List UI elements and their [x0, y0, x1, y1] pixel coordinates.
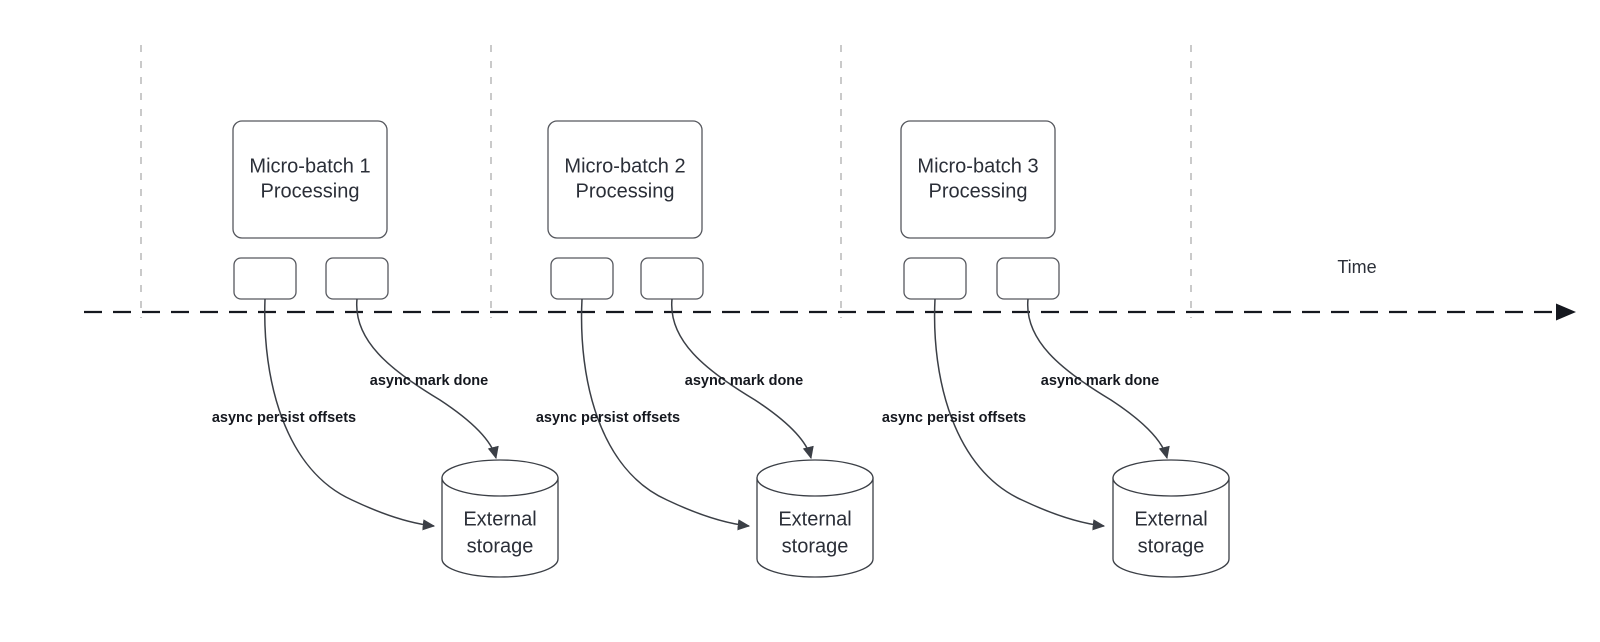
batch-3-title-line1: Micro-batch 3 [917, 155, 1038, 177]
batch-2-storage-label-line1: External [778, 508, 851, 530]
batch-1-group: Micro-batch 1 Processing async persist o… [212, 120, 559, 578]
batch-1-storage-label-line2: storage [467, 535, 534, 557]
batch-3-storage-label-line2: storage [1138, 535, 1205, 557]
batch-3-storage-top [1112, 459, 1230, 497]
batch-3-task-b-box[interactable] [996, 257, 1060, 300]
batch-3-persist-offsets-label: async persist offsets [882, 410, 1026, 426]
batch-3-task-a-box[interactable] [903, 257, 967, 300]
batch-2-task-a-box[interactable] [550, 257, 614, 300]
arrow-right-icon [1556, 303, 1576, 321]
batch-1-task-a-box[interactable] [233, 257, 297, 300]
batch-2-storage-top [756, 459, 874, 497]
batch-2-title-line2: Processing [576, 180, 675, 202]
batch-2-persist-offsets-edge [580, 298, 751, 531]
batch-1-title-line2: Processing [261, 180, 360, 202]
batch-3-processing-box[interactable] [900, 120, 1056, 239]
batch-1-persist-offsets-edge [263, 298, 436, 531]
batch-3-persist-offsets-edge [933, 298, 1106, 531]
batch-2-processing-box[interactable] [547, 120, 703, 239]
batch-2-mark-done-label: async mark done [685, 373, 803, 389]
time-axis-label: Time [1337, 257, 1376, 277]
batch-1-storage-top [441, 459, 559, 497]
batch-1-storage-label-line1: External [463, 508, 536, 530]
batch-2-group: Micro-batch 2 Processing async persist o… [536, 120, 874, 578]
batch-2-persist-offsets-label: async persist offsets [536, 410, 680, 426]
batch-3-storage-label-line1: External [1134, 508, 1207, 530]
batch-3-title-line2: Processing [929, 180, 1028, 202]
batch-2-storage-body [756, 477, 874, 578]
batch-1-mark-done-label: async mark done [370, 373, 488, 389]
batch-1-title-line1: Micro-batch 1 [249, 155, 370, 177]
time-axis: Time [84, 257, 1576, 321]
batch-2-external-storage[interactable]: External storage [756, 459, 874, 578]
batch-3-group: Micro-batch 3 Processing async persist o… [882, 120, 1230, 578]
batch-1-persist-offsets-label: async persist offsets [212, 410, 356, 426]
batch-1-storage-body [441, 477, 559, 578]
batch-1-mark-done-edge [356, 298, 499, 460]
batch-2-task-b-box[interactable] [640, 257, 704, 300]
batch-boundary-lines [140, 45, 1192, 318]
batch-1-external-storage[interactable]: External storage [441, 459, 559, 578]
batch-3-external-storage[interactable]: External storage [1112, 459, 1230, 578]
batch-3-mark-done-label: async mark done [1041, 373, 1159, 389]
batch-3-storage-body [1112, 477, 1230, 578]
batch-2-mark-done-edge [671, 298, 814, 460]
batch-1-task-b-box[interactable] [325, 257, 389, 300]
batch-2-title-line1: Micro-batch 2 [564, 155, 685, 177]
batch-3-mark-done-edge [1027, 298, 1170, 460]
batch-1-processing-box[interactable] [232, 120, 388, 239]
batch-2-storage-label-line2: storage [782, 535, 849, 557]
